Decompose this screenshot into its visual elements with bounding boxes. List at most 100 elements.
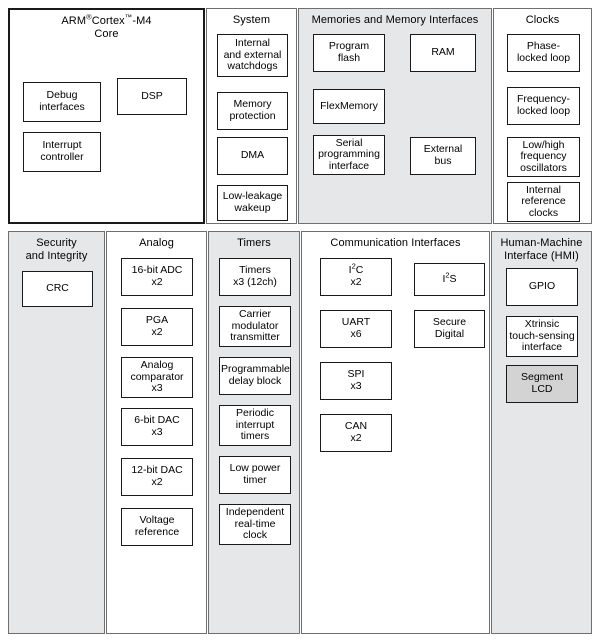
block-i2s[interactable]: I2S [414,263,485,296]
block-phase-locked-loop[interactable]: Phase-locked loop [507,34,580,72]
block-irtc-line3: clock [243,529,267,542]
block-internal-ref-clocks-line2: reference [521,195,566,208]
block-watchdogs-line1: Internal [234,37,271,50]
block-debug-interfaces-line1: Debug [46,89,78,102]
block-pit-line1: Periodic [236,407,274,420]
block-external-bus-line2: bus [434,155,452,167]
section-title-memories: Memories and Memory Interfaces [311,14,479,26]
core-title-core: Core [94,27,119,40]
block-gpio-label: GPIO [528,280,556,293]
block-analog-comparator-line1: Analog [140,359,174,372]
registered-trademark-icon: ® [86,12,92,22]
section-title-core: ARM®Cortex™-M4 Core [12,12,201,40]
block-adc-line1: 16-bit ADC [131,264,183,277]
block-oscillators-line3: oscillators [520,161,567,174]
block-pga-line2: x2 [151,326,163,338]
block-pdb-line1: Programmable [221,363,290,376]
block-uart-line1: UART [341,316,371,329]
block-pit-line3: timers [240,430,270,443]
block-internal-ref-clocks-line3: clocks [528,206,559,219]
block-voltage-reference-line1: Voltage [139,514,175,527]
block-flexmemory-label: FlexMemory [320,99,378,112]
block-adc-line2: x2 [151,276,163,288]
block-segment-lcd-line1: Segment [520,371,564,384]
block-uart-line2: x6 [350,328,362,340]
section-title-hmi-line1: Human-Machine [500,237,583,249]
block-i2s-superscript: 2 [445,270,450,280]
block-gpio[interactable]: GPIO [506,268,578,306]
block-analog-comparator-line3: x3 [151,382,163,395]
section-title-communication: Communication Interfaces [330,237,461,249]
block-pdb-line2: delay block [228,375,282,387]
block-low-power-timer-line1: Low power [229,462,281,475]
block-dsp[interactable]: DSP [117,78,187,115]
block-program-flash-line2: flash [337,52,361,64]
block-irtc-line1: Independent [225,506,285,519]
block-oscillators-line2: frequency [520,150,567,163]
block-i2s-s: S [449,272,457,285]
block-i2c-i: I [348,264,352,277]
section-title-security-line1: Security [36,237,77,249]
block-spi-line2: x3 [350,380,362,392]
block-dma[interactable]: DMA [217,137,288,175]
block-frequency-locked-loop[interactable]: Frequency-locked loop [507,87,580,125]
block-watchdogs-line3: watchdogs [227,60,278,73]
block-6-bit-dac-line2: x3 [151,426,163,438]
block-internal-ref-clocks-line1: Internal [525,183,562,196]
block-flexmemory[interactable]: FlexMemory [313,89,385,124]
block-pll-line1: Phase- [526,40,561,53]
block-12-bit-dac-line1: 12-bit DAC [131,464,183,477]
block-6-bit-dac-line1: 6-bit DAC [134,414,180,427]
block-timers-line2: x3 (12ch) [233,276,277,288]
block-pit-line2: interrupt [235,418,275,431]
section-title-clocks: Clocks [525,14,560,26]
block-low-power-timer-line2: timer [243,474,267,486]
section-title-analog: Analog [139,237,174,249]
block-cmt-line1: Carrier [238,308,272,321]
section-title-timers: Timers [237,237,271,249]
block-secure-digital-line1: Secure [432,316,467,329]
block-spi-line1: SPI [347,368,365,381]
block-i2c-superscript: 2 [351,261,356,271]
block-ram[interactable]: RAM [410,34,476,72]
block-memory-protection-line2: protection [229,110,276,122]
block-crc[interactable]: CRC [22,271,93,307]
section-title-system: System [232,14,271,26]
